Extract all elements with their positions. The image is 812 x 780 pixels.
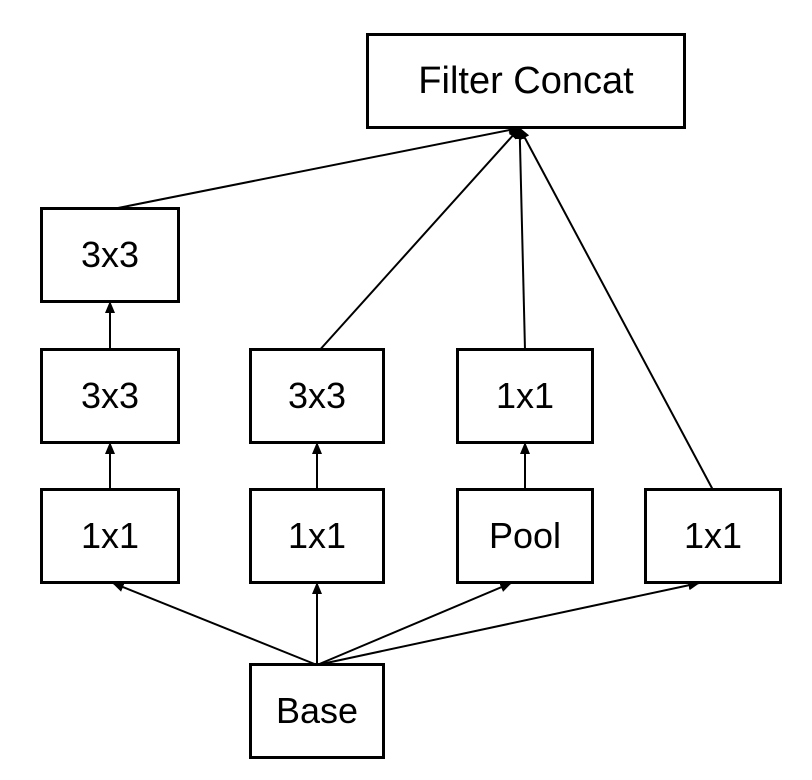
branch1-conv3x3-mid-node: 3x3 — [40, 348, 180, 444]
edge-b2_mid-to-concat — [318, 127, 521, 351]
edge-base-to-b3_bot — [316, 582, 513, 666]
branch1-conv3x3-top-node: 3x3 — [40, 207, 180, 303]
edge-base-to-b1_bot — [111, 582, 318, 666]
edge-base-to-b4_bot — [316, 580, 701, 666]
branch3-pool-label: Pool — [488, 515, 562, 556]
branch2-conv1x1-label: 1x1 — [287, 515, 347, 556]
branch1-conv3x3-mid-label: 3x3 — [80, 375, 140, 416]
branch4-conv1x1-node: 1x1 — [644, 488, 782, 584]
branch3-conv1x1-label: 1x1 — [495, 375, 555, 416]
filter-concat-label: Filter Concat — [418, 60, 634, 102]
base-node: Base — [249, 663, 385, 759]
branch2-conv3x3-node: 3x3 — [249, 348, 385, 444]
branch4-conv1x1-label: 1x1 — [683, 515, 743, 556]
branch2-conv1x1-node: 1x1 — [249, 488, 385, 584]
branch3-pool-node: Pool — [456, 488, 594, 584]
branch1-conv1x1-label: 1x1 — [80, 515, 140, 556]
filter-concat-node: Filter Concat — [366, 33, 686, 129]
branch1-conv3x3-top-label: 3x3 — [80, 234, 140, 275]
edge-b4_bot-to-concat — [518, 127, 714, 491]
edge-b1_top-to-concat — [112, 125, 521, 210]
base-label: Base — [275, 690, 359, 731]
edge-b3_mid-to-concat — [514, 127, 526, 351]
branch3-conv1x1-node: 1x1 — [456, 348, 594, 444]
branch2-conv3x3-label: 3x3 — [287, 375, 347, 416]
branch1-conv1x1-node: 1x1 — [40, 488, 180, 584]
